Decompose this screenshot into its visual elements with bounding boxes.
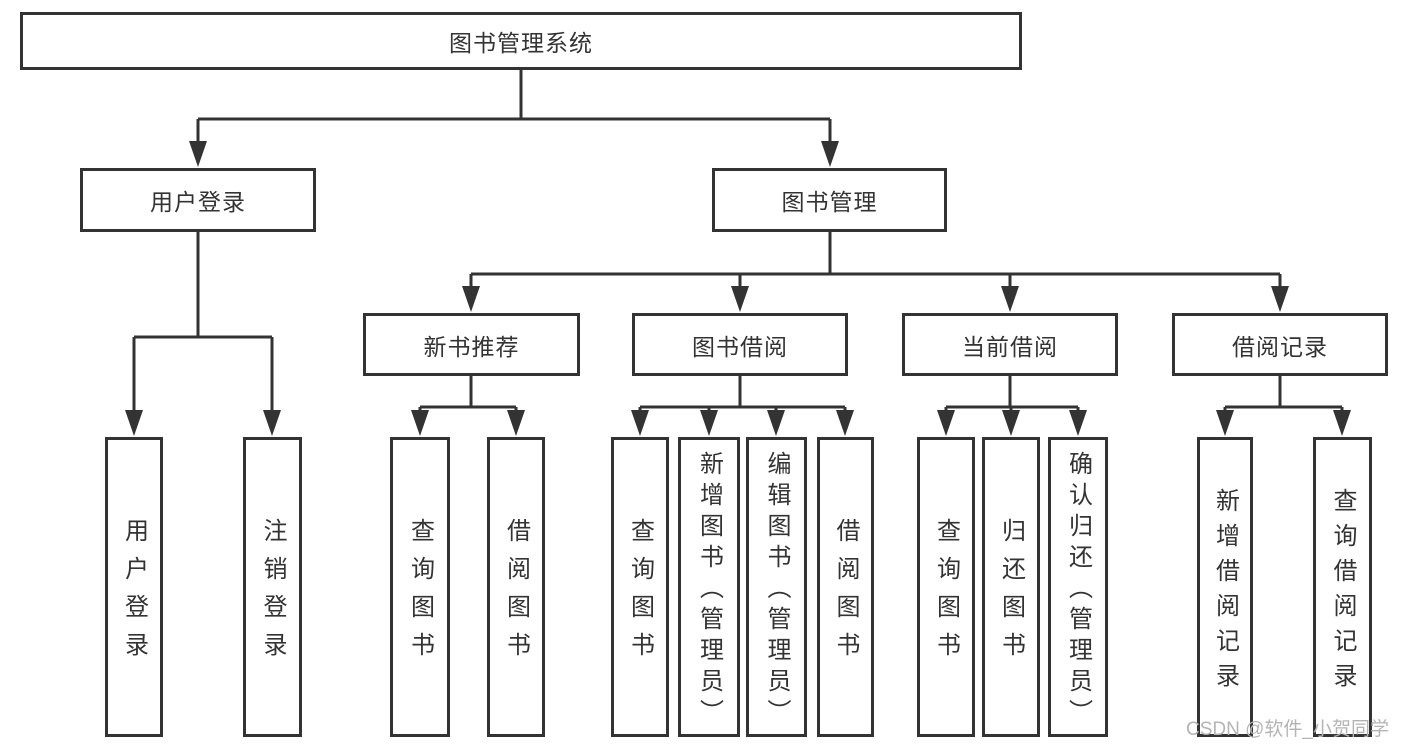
node-add-borrow-record: 新增借阅记录 — [1197, 437, 1253, 737]
node-book-management: 图书管理 — [712, 168, 947, 232]
node-query-borrow-record: 查询借阅记录 — [1313, 437, 1372, 737]
node-new-book-recommend: 新书推荐 — [363, 313, 580, 376]
node-library-system: 图书管理系统 — [20, 12, 1022, 70]
arrowhead-icons — [125, 141, 1351, 436]
watermark: CSDN @软件_小贺同学 — [1186, 719, 1389, 740]
node-borrow-books-2: 借阅图书 — [817, 437, 874, 737]
node-add-books-admin: 新增图书（管理员） — [678, 437, 740, 737]
node-user-login: 用户登录 — [80, 168, 316, 232]
node-query-books-1: 查询图书 — [390, 437, 450, 737]
node-edit-books-admin: 编辑图书（管理员） — [746, 437, 807, 737]
connector-shafts — [132, 70, 1344, 430]
node-user-login-leaf: 用户登录 — [105, 437, 163, 737]
node-query-books-2: 查询图书 — [611, 437, 669, 737]
node-confirm-return-admin: 确认归还（管理员） — [1048, 437, 1108, 737]
node-current-borrowing: 当前借阅 — [902, 313, 1118, 376]
node-logout: 注销登录 — [243, 437, 302, 737]
node-query-books-3: 查询图书 — [917, 437, 975, 737]
node-borrow-books-1: 借阅图书 — [487, 437, 545, 737]
node-borrowing-records: 借阅记录 — [1172, 313, 1388, 376]
node-return-books: 归还图书 — [982, 437, 1040, 737]
node-book-borrowing: 图书借阅 — [632, 313, 848, 376]
